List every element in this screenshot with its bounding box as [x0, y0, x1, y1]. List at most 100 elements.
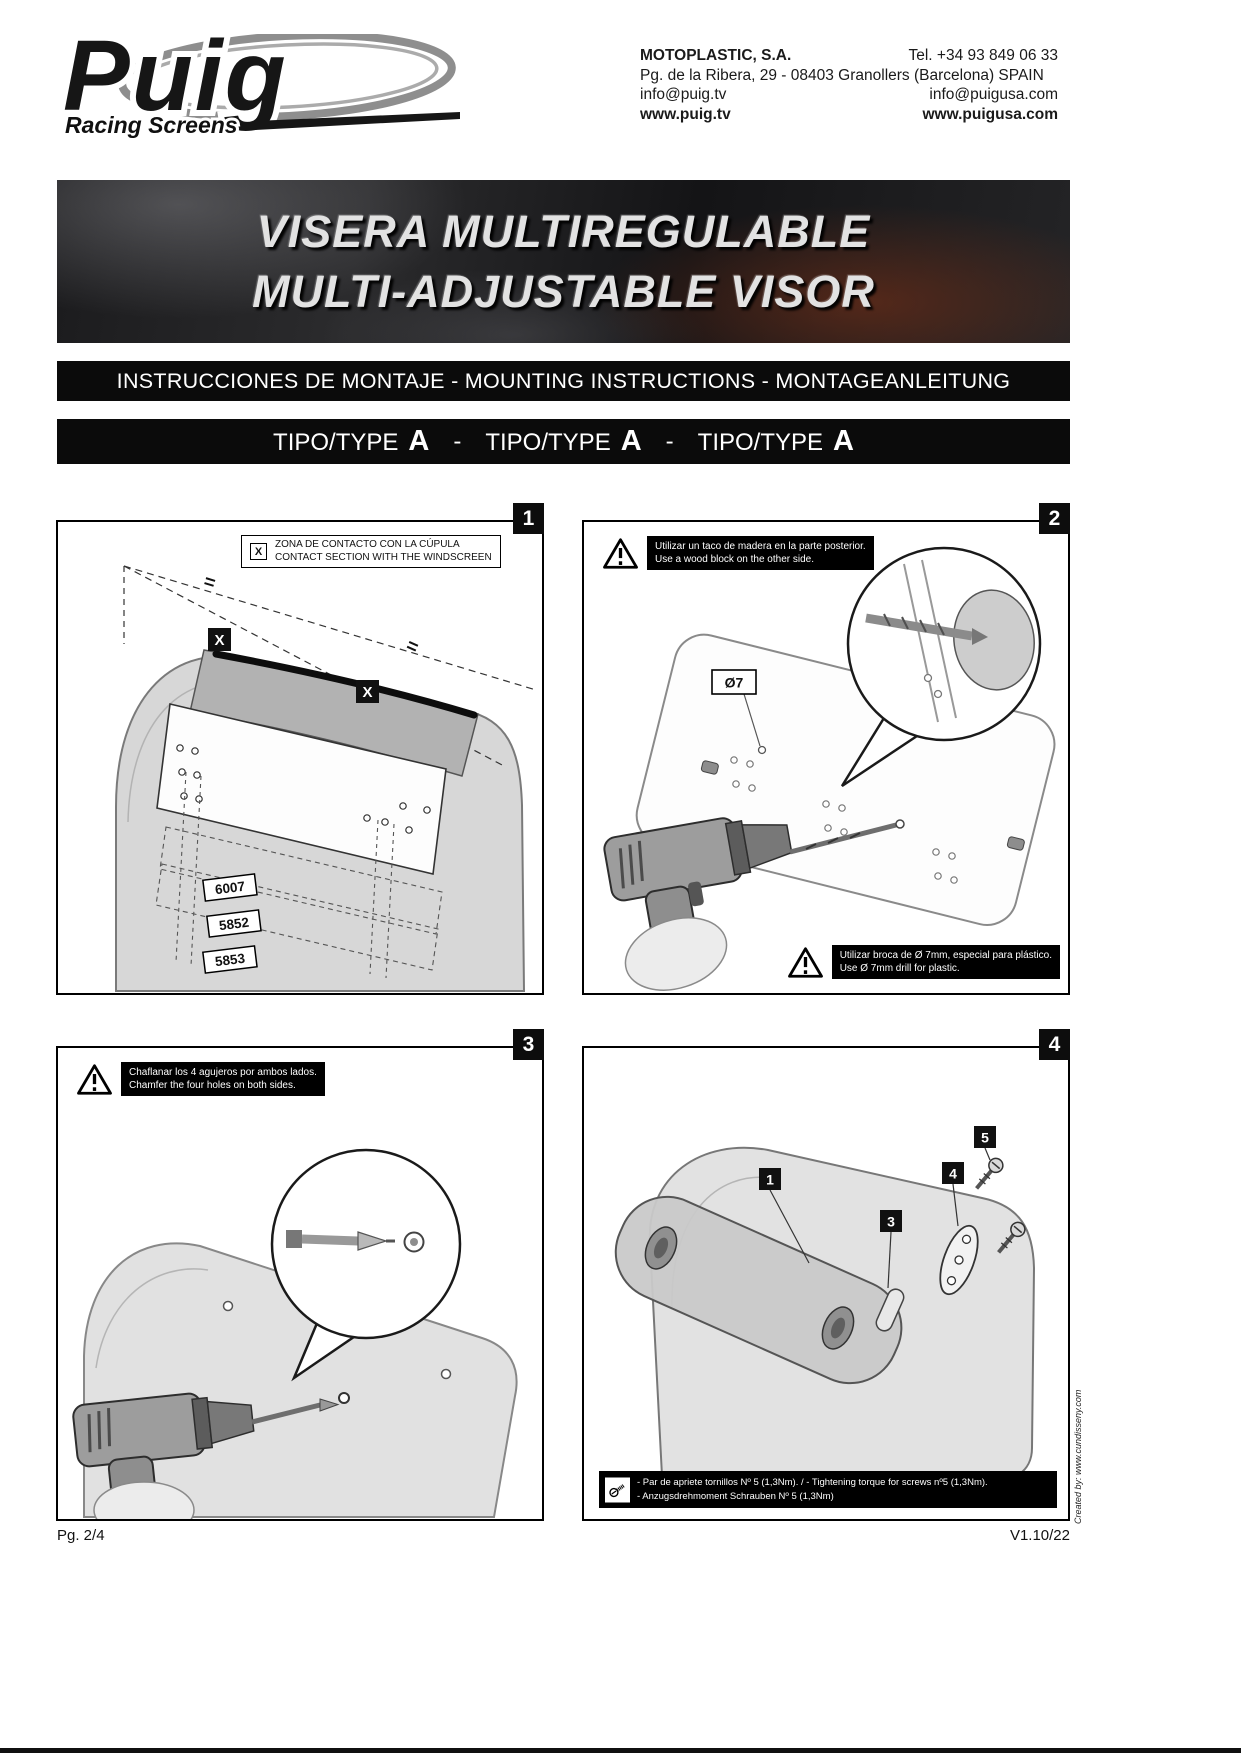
hand	[624, 917, 728, 991]
part-label: 1	[759, 1168, 781, 1190]
title-banner: VISERA MULTIREGULABLE MULTI-ADJUSTABLE V…	[57, 180, 1070, 343]
hand	[93, 1481, 195, 1519]
contact-zone-line-es: ZONA DE CONTACTO CON LA CÚPULA	[275, 539, 460, 550]
warning-icon	[787, 946, 823, 978]
logo-swoosh-outer	[118, 31, 456, 121]
leader-line	[743, 693, 761, 747]
rubber-tab	[1006, 836, 1025, 851]
hook-part	[875, 1288, 905, 1332]
equal-mark: =	[403, 635, 422, 659]
step-number-badge: 2	[1039, 503, 1070, 534]
step-1-panel: = = X X	[56, 503, 544, 995]
part-number-tag: 5852	[206, 909, 262, 938]
bracket-plate	[939, 1224, 979, 1296]
chamfer-tool	[357, 1231, 388, 1251]
page-number: Pg. 2/4	[57, 1527, 105, 1544]
type-letter: A	[408, 425, 430, 457]
company-info: MOTOPLASTIC, S.A. Tel. +34 93 849 06 33 …	[640, 46, 1058, 124]
logo-swoosh-inner	[135, 42, 439, 110]
contact-zone-text: ZONA DE CONTACTO CON LA CÚPULA CONTACT S…	[275, 539, 492, 564]
logo-wordmark: Puig	[63, 34, 288, 132]
pivot-knob	[821, 1306, 855, 1350]
step-2-panel: Ø7 Utilizar un taco de madera en la part	[582, 503, 1070, 995]
warning-line-en: Chamfer the four holes on both sides.	[129, 1080, 296, 1091]
part-number-tag: 5853	[202, 945, 258, 974]
panel4-illustration: 1 3 4 5	[614, 1126, 1036, 1481]
type-item-3: TIPO/TYPE A	[698, 425, 854, 458]
zoom-bubble	[270, 1148, 462, 1382]
drill-hole	[757, 745, 767, 755]
leader-lines	[769, 1147, 991, 1289]
wood-block	[953, 589, 1035, 691]
part-label: 5	[974, 1126, 996, 1148]
title-line-en: MULTI-ADJUSTABLE VISOR	[252, 265, 875, 317]
type-item-1: TIPO/TYPE A	[273, 425, 429, 458]
measurement-lines	[123, 565, 537, 767]
warning-icon	[603, 537, 638, 569]
part-number: 5852	[218, 915, 250, 934]
drilled-holes	[222, 1300, 452, 1404]
x-marker-label: X	[214, 632, 224, 649]
type-item-2: TIPO/TYPE A	[485, 425, 641, 458]
diameter-text: Ø7	[725, 675, 744, 691]
type-bar: TIPO/TYPE A - TIPO/TYPE A - TIPO/TYPE A	[57, 419, 1070, 464]
x-marker-icon: X	[250, 543, 267, 560]
puig-logo-graphic: Puig Racing Screens	[57, 14, 460, 141]
contact-strip	[212, 650, 478, 719]
mounting-instructions-bar: INSTRUCCIONES DE MONTAJE - MOUNTING INST…	[57, 361, 1070, 401]
torque-line-2: - Anzugsdrehmoment Schrauben Nº 5 (1,3Nm…	[637, 1490, 834, 1502]
warning-line-es: Utilizar broca de Ø 7mm, especial para p…	[839, 950, 1052, 961]
company-web-us: www.puigusa.com	[922, 105, 1059, 123]
company-name: MOTOPLASTIC, S.A.	[640, 47, 792, 64]
pivot-knob	[644, 1226, 678, 1270]
part-number: 5853	[214, 951, 246, 970]
panel3-illustration	[72, 1148, 518, 1519]
step-number-badge: 3	[513, 1029, 544, 1060]
company-phone: Tel. +34 93 849 06 33	[908, 47, 1058, 64]
type-letter: A	[620, 425, 642, 457]
part-number-tag: 6007	[202, 873, 258, 902]
diameter-label: Ø7	[711, 669, 757, 695]
screw	[975, 1157, 1004, 1190]
warning-text: Chaflanar los 4 agujeros por ambos lados…	[121, 1062, 325, 1096]
credit-text: Created by: www.cundisseny.com	[1073, 1389, 1083, 1524]
panel2-illustration: Ø7	[603, 546, 1056, 991]
countersink-bit	[251, 1398, 340, 1425]
type-prefix: TIPO/TYPE	[485, 429, 611, 456]
type-separator: -	[665, 427, 674, 455]
company-address: Pg. de la Ribera, 29 - 08403 Granollers …	[640, 66, 1044, 84]
part-label-text: 1	[766, 1172, 774, 1188]
mounting-holes	[176, 744, 431, 834]
part-label-text: 3	[887, 1214, 895, 1230]
equal-mark: =	[201, 571, 218, 594]
warning-text: Utilizar un taco de madera en la parte p…	[647, 536, 874, 570]
x-marker-label: X	[362, 684, 372, 701]
rubber-tab	[700, 760, 719, 775]
type-prefix: TIPO/TYPE	[273, 429, 399, 456]
type-separator: -	[453, 427, 462, 455]
x-marker: X	[356, 680, 379, 703]
title-line-es: VISERA MULTIREGULABLE	[256, 205, 871, 257]
panel1-illustration: = = X X	[115, 565, 537, 992]
warning-wood-block: Utilizar un taco de madera en la parte p…	[602, 536, 874, 570]
sheet-holes	[730, 756, 958, 884]
part-label: 3	[880, 1210, 902, 1232]
step-4-panel: 1 3 4 5 - Par de apriete torn	[582, 1029, 1070, 1521]
alternative-positions	[155, 771, 443, 979]
mounting-plate	[156, 703, 447, 875]
screw-icon	[605, 1477, 630, 1502]
page-bottom-rule	[0, 1748, 1241, 1753]
windscreen-edge-line	[95, 1268, 209, 1369]
warning-drill-size: Utilizar broca de Ø 7mm, especial para p…	[787, 945, 1060, 979]
part-label: 4	[942, 1162, 964, 1184]
mounting-instructions-text: INSTRUCCIONES DE MONTAJE - MOUNTING INST…	[116, 368, 1011, 393]
company-email-us: info@puigusa.com	[929, 86, 1058, 103]
logo-tagline: Racing Screens	[65, 112, 238, 138]
warning-text: Utilizar broca de Ø 7mm, especial para p…	[831, 945, 1060, 979]
company-email-es: info@puig.tv	[640, 86, 727, 103]
warning-line-en: Use a wood block on the other side.	[655, 554, 814, 565]
drill-bit	[789, 819, 905, 855]
screw	[997, 1221, 1026, 1254]
torque-note: - Par de apriete tornillos Nº 5 (1,3Nm).…	[599, 1471, 1057, 1508]
part-label-text: 5	[981, 1130, 989, 1146]
